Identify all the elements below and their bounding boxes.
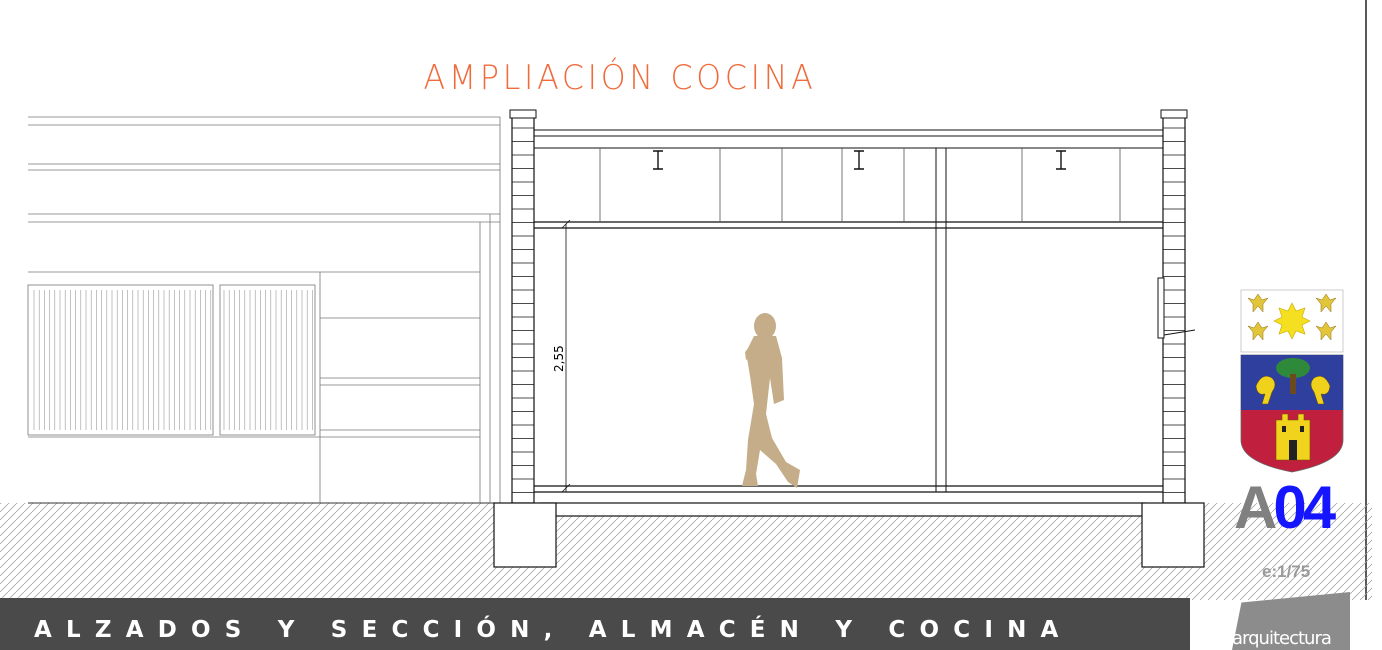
central-column [935, 148, 947, 492]
logo-block [1232, 592, 1350, 650]
human-figure [742, 313, 800, 488]
i-beams [653, 150, 1066, 170]
foundation-left [493, 502, 557, 568]
left-wall [511, 116, 535, 504]
sheet-number: A04 [1234, 478, 1354, 538]
sheet-digits: 04 [1273, 474, 1336, 541]
existing-building-elevation [27, 116, 501, 503]
coat-of-arms [1240, 289, 1344, 473]
roof-structure [534, 129, 1163, 229]
sheet-letter: A [1234, 474, 1277, 541]
scale-label: e:1/75 [1262, 562, 1311, 581]
foundation-right [1141, 502, 1205, 568]
logo-text: arquitectura [1232, 628, 1332, 649]
window-right [1157, 277, 1196, 339]
door-slats [33, 290, 313, 430]
title-banner [0, 598, 1190, 650]
drawing-title: AMPLIACIÓN COCINA [423, 58, 817, 98]
banner-text: ALZADOS Y SECCIÓN, ALMACÉN Y COCINA [34, 617, 1073, 643]
dimension-label: 2,55 [552, 345, 566, 372]
dimension-line [561, 219, 571, 493]
right-wall [1162, 116, 1186, 504]
floor-slab [534, 485, 1163, 517]
